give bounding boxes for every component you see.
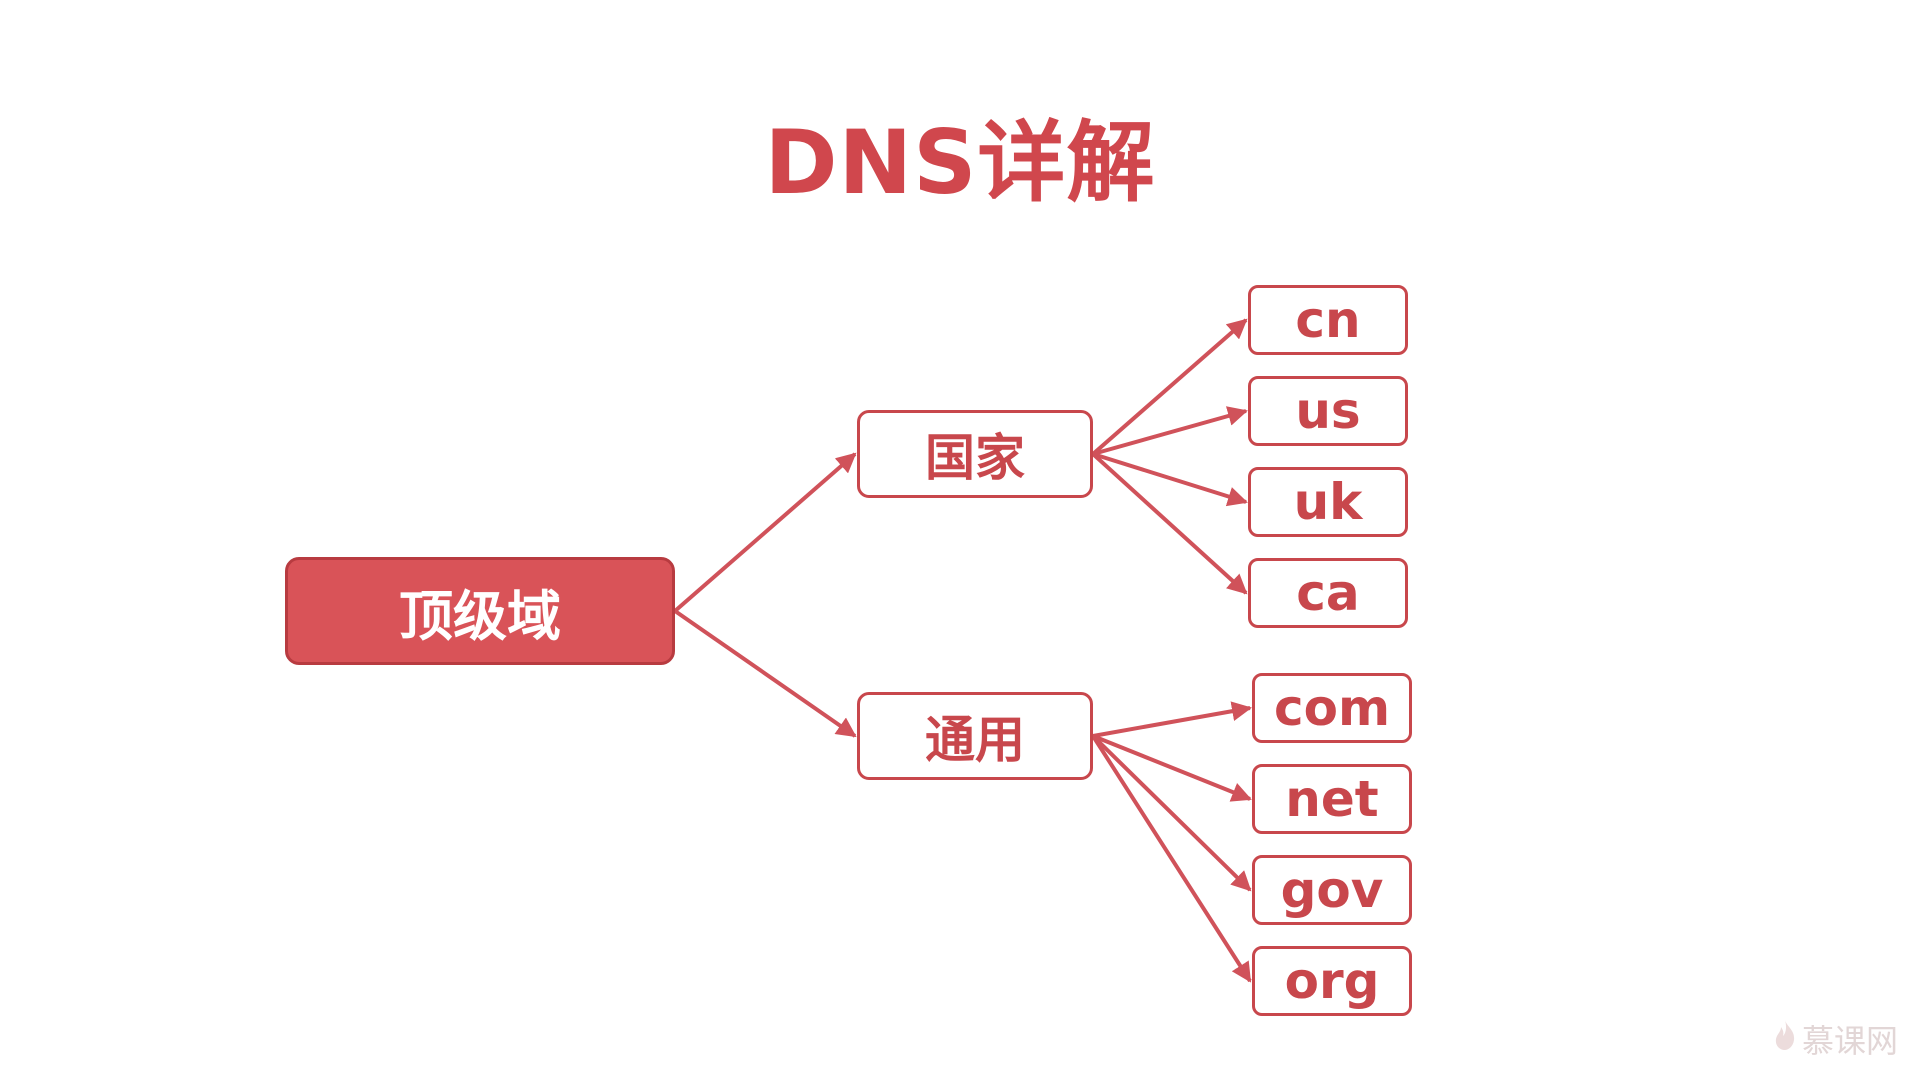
arrow-country-to-ca	[1091, 452, 1248, 595]
node-generic: 通用	[857, 692, 1093, 780]
flame-icon	[1772, 1019, 1798, 1059]
arrow-generic-to-org	[1091, 734, 1252, 983]
arrow-country-to-us	[1092, 406, 1248, 456]
watermark: 慕课网	[1772, 1016, 1898, 1062]
page-title: DNS详解	[764, 111, 1156, 214]
leaf-node-gov: gov	[1252, 855, 1412, 925]
leaf-node-org: org	[1252, 946, 1412, 1016]
arrow-root-to-generic	[673, 609, 857, 738]
leaf-node-us: us	[1248, 376, 1408, 446]
leaf-node-ca: ca	[1248, 558, 1408, 628]
arrow-country-to-uk	[1092, 452, 1248, 507]
node-country: 国家	[857, 410, 1093, 498]
arrow-generic-to-gov	[1091, 734, 1252, 892]
leaf-node-uk: uk	[1248, 467, 1408, 537]
arrow-generic-to-net	[1092, 734, 1252, 802]
watermark-text: 慕课网	[1801, 1022, 1898, 1060]
arrow-generic-to-com	[1092, 701, 1252, 738]
leaf-node-cn: cn	[1248, 285, 1408, 355]
arrow-country-to-cn	[1091, 318, 1248, 456]
leaf-node-com: com	[1252, 673, 1412, 743]
leaf-node-net: net	[1252, 764, 1412, 834]
node-top-level-domain: 顶级域	[285, 557, 675, 665]
arrow-root-to-country	[673, 452, 857, 613]
